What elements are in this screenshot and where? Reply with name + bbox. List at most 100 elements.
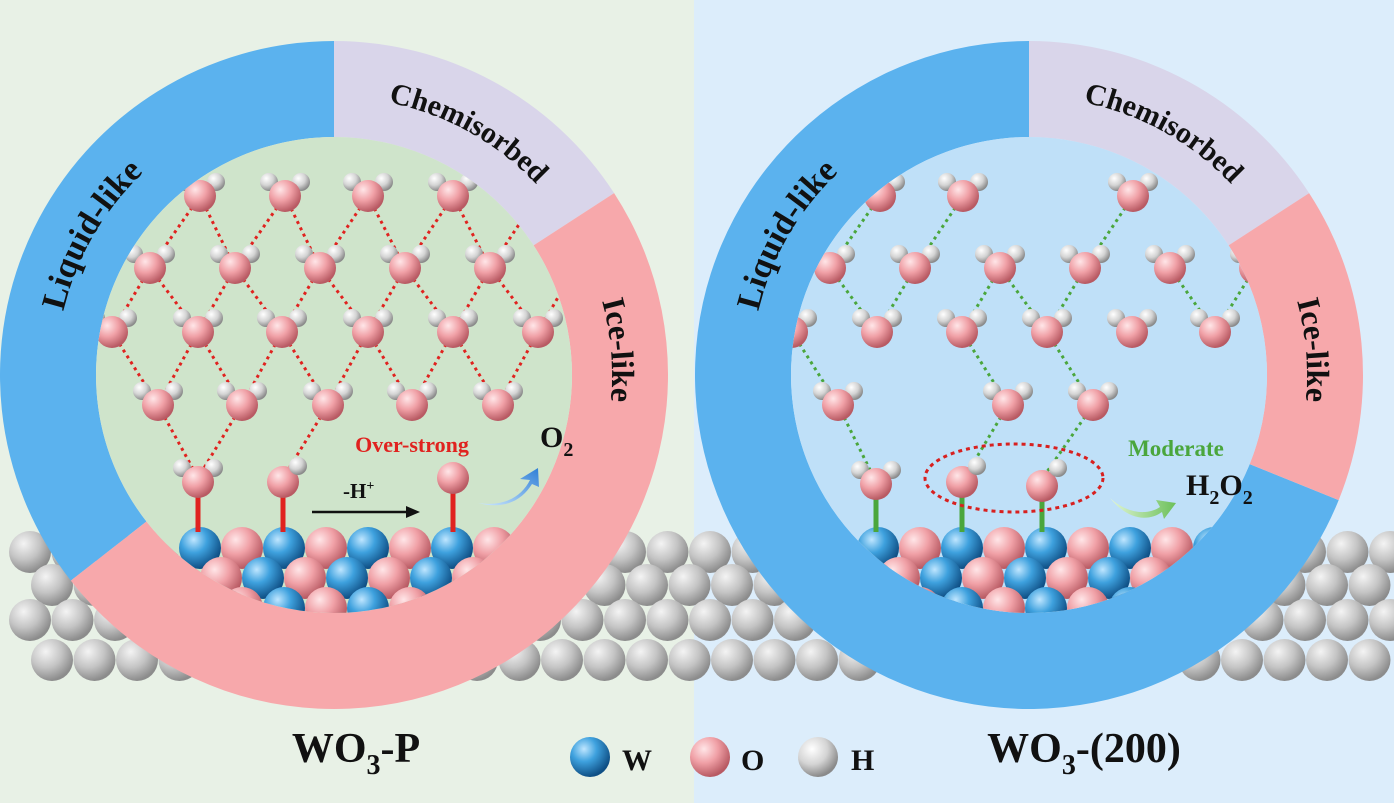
substrate-atom bbox=[73, 639, 116, 681]
legend-w-atom bbox=[570, 737, 610, 777]
hydrogen-bond bbox=[366, 267, 407, 333]
h2o2-release-arrow bbox=[1110, 498, 1176, 519]
oxygen-atom bbox=[1116, 316, 1148, 348]
substrate-atom bbox=[626, 564, 668, 606]
substrate-atom bbox=[796, 639, 838, 681]
oxygen-atom bbox=[1117, 180, 1149, 212]
substrate-atom bbox=[753, 639, 796, 681]
oxygen-atom bbox=[219, 252, 251, 284]
left-ring-liquid-like-segment bbox=[0, 41, 334, 581]
substrate-atom bbox=[604, 599, 646, 641]
water-molecule bbox=[890, 245, 940, 284]
water-molecule bbox=[937, 309, 987, 348]
legend-o-label: O bbox=[741, 744, 764, 777]
oxygen-atom bbox=[226, 389, 258, 421]
oxygen-atom bbox=[134, 252, 166, 284]
oxygen-atom bbox=[352, 180, 384, 212]
oxygen-atom bbox=[182, 316, 214, 348]
oxygen-surface-atom bbox=[962, 557, 1004, 599]
oxygen-atom bbox=[437, 316, 469, 348]
oxygen-atom bbox=[814, 252, 846, 284]
water-molecule bbox=[303, 382, 353, 421]
oxygen-atom bbox=[474, 252, 506, 284]
water-molecule bbox=[513, 309, 563, 348]
oxygen-atom bbox=[267, 466, 299, 498]
water-molecule bbox=[1022, 309, 1072, 348]
substrate-atom bbox=[646, 531, 689, 573]
adsorption-highlight-ellipse bbox=[923, 442, 1105, 514]
substrate-atom bbox=[731, 599, 774, 641]
right-ring-chemisorbed-segment bbox=[1029, 41, 1310, 246]
substrate-atom bbox=[1326, 599, 1369, 641]
oxygen-surface-atom bbox=[284, 557, 326, 599]
oxygen-atom bbox=[1031, 316, 1063, 348]
deprotonation-arrow-head bbox=[406, 506, 420, 518]
oxygen-atom bbox=[266, 316, 298, 348]
oxygen-atom bbox=[946, 466, 978, 498]
substrate-atom bbox=[668, 639, 711, 681]
oxygen-atom bbox=[482, 389, 514, 421]
substrate-atom bbox=[626, 639, 668, 681]
oxygen-atom bbox=[396, 389, 428, 421]
o2-product-label: O2 bbox=[540, 421, 573, 461]
tungsten-surface-atom bbox=[1004, 557, 1046, 599]
water-molecule bbox=[1107, 309, 1157, 348]
water-molecule bbox=[173, 459, 223, 498]
h2o2-product-label: H2O2 bbox=[1186, 469, 1253, 509]
hydrogen-bond bbox=[875, 267, 917, 333]
legend-o-atom bbox=[690, 737, 730, 777]
hydrogen-atom bbox=[1049, 459, 1067, 477]
legend-h-label: H bbox=[851, 744, 874, 777]
substrate-atom bbox=[1369, 531, 1394, 573]
water-molecule bbox=[975, 245, 1025, 284]
substrate-atom bbox=[1326, 531, 1369, 573]
oxygen-atom bbox=[522, 316, 554, 348]
substrate-atom bbox=[1306, 639, 1348, 681]
substrate-atom bbox=[689, 531, 731, 573]
oxygen-surface-atom bbox=[305, 527, 347, 569]
tungsten-surface-atom bbox=[431, 527, 473, 569]
oxygen-atom bbox=[947, 180, 979, 212]
hydrogen-bond bbox=[451, 267, 492, 333]
water-molecule bbox=[428, 309, 478, 348]
tungsten-surface-atom bbox=[263, 527, 305, 569]
substrate-atom bbox=[689, 599, 731, 641]
over-strong-label: Over-strong bbox=[355, 432, 469, 457]
substrate-atom bbox=[561, 599, 604, 641]
substrate-atom bbox=[31, 639, 73, 681]
oxygen-atom bbox=[1154, 252, 1186, 284]
substrate-atom bbox=[668, 564, 711, 606]
substrate-atom bbox=[31, 564, 73, 606]
water-molecule bbox=[1068, 382, 1118, 421]
hydrogen-bond bbox=[536, 267, 572, 333]
water-molecule bbox=[851, 461, 901, 500]
oxygen-atom bbox=[352, 316, 384, 348]
tungsten-surface-atom bbox=[347, 587, 389, 613]
deprotonation-label: -H+ bbox=[343, 479, 374, 503]
water-molecule bbox=[173, 309, 223, 348]
left-ring-ice-like-segment bbox=[70, 193, 669, 709]
oxygen-atom bbox=[1077, 389, 1109, 421]
legend-w-label: W bbox=[622, 744, 652, 777]
legend-h-atom bbox=[798, 737, 838, 777]
water-molecule bbox=[210, 245, 260, 284]
oxygen-atom bbox=[269, 180, 301, 212]
oxygen-atom bbox=[304, 252, 336, 284]
tungsten-surface-atom bbox=[1109, 527, 1151, 569]
substrate-atom bbox=[51, 599, 94, 641]
substrate-atom bbox=[1369, 599, 1394, 641]
moderate-label: Moderate bbox=[1128, 436, 1224, 461]
oxygen-atom bbox=[822, 389, 854, 421]
water-molecule bbox=[133, 382, 183, 421]
water-molecule bbox=[257, 309, 307, 348]
oxygen-atom bbox=[389, 252, 421, 284]
oxygen-surface-atom bbox=[983, 527, 1025, 569]
tungsten-surface-atom bbox=[920, 557, 962, 599]
water-molecule bbox=[260, 173, 310, 212]
substrate-atom bbox=[1348, 639, 1391, 681]
water-molecule bbox=[343, 309, 393, 348]
hydrogen-atom bbox=[289, 457, 307, 475]
right-ring-ice-like-segment bbox=[1228, 193, 1363, 501]
